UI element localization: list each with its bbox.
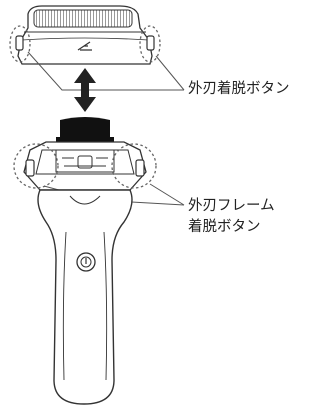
frame-release-text-line1: 外刃フレーム xyxy=(188,198,275,214)
dotted-highlight-right xyxy=(139,25,161,63)
shaver-head xyxy=(13,117,157,191)
outer-blade-release-button-right[interactable] xyxy=(146,35,155,51)
shaver-body xyxy=(37,189,133,405)
power-button-icon[interactable] xyxy=(76,252,96,272)
outer-blade-callout-lines xyxy=(27,51,185,91)
double-vertical-arrow-icon xyxy=(74,68,96,112)
outer-blade-release-label: 外刃着脱ボタン xyxy=(188,79,290,100)
dotted-highlight-frame-left xyxy=(13,143,59,189)
outer-blade xyxy=(9,5,161,65)
outer-blade-release-button-left[interactable] xyxy=(15,35,24,51)
foil-mesh xyxy=(33,9,133,28)
frame-release-button-left[interactable] xyxy=(25,159,35,177)
dotted-highlight-frame-right xyxy=(111,143,157,189)
frame-release-text-line2: 着脱ボタン xyxy=(188,219,261,235)
blade-logo-mark xyxy=(77,41,92,51)
outer-blade-release-text: 外刃着脱ボタン xyxy=(188,81,290,97)
frame-release-button-right[interactable] xyxy=(135,159,145,177)
frame-release-label: 外刃フレーム 着脱ボタン xyxy=(188,196,275,238)
dotted-highlight-left xyxy=(9,25,31,63)
